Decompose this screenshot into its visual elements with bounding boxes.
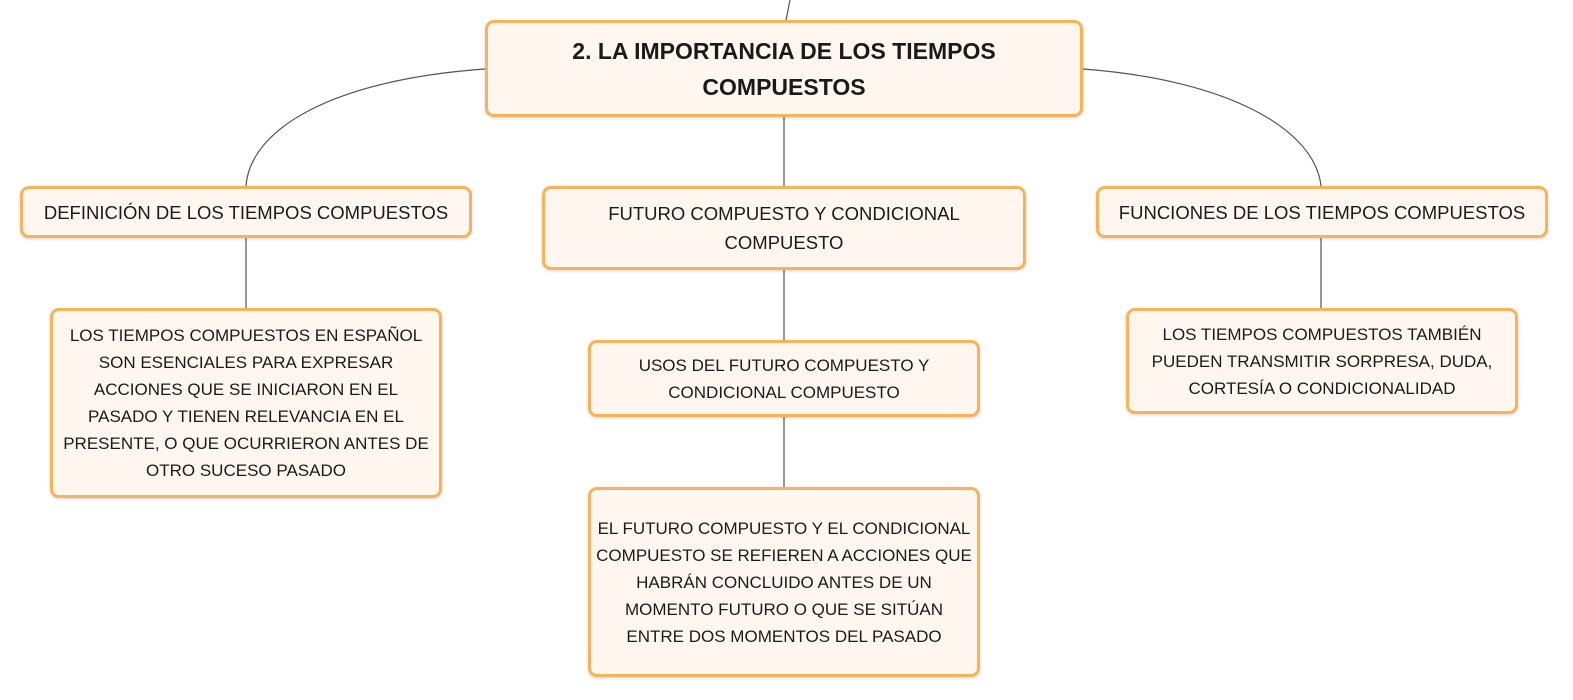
edge-root-to-funciones [1082,68,1322,187]
funciones-topic-node[interactable]: FUNCIONES DE LOS TIEMPOS COMPUESTOS [1096,186,1548,238]
funciones-detail-label: LOS TIEMPOS COMPUESTOS TAMBIÉN PUEDEN TR… [1151,324,1493,398]
root-topic-node[interactable]: 2. LA IMPORTANCIA DE LOS TIEMPOS COMPUES… [485,20,1083,117]
edge-root-to-definicion [245,68,486,187]
futuro-topic-node[interactable]: FUTURO COMPUESTO Y CONDICIONAL COMPUESTO [542,186,1026,270]
funciones-detail-node[interactable]: LOS TIEMPOS COMPUESTOS TAMBIÉN PUEDEN TR… [1126,308,1518,414]
futuro-topic-label: FUTURO COMPUESTO Y CONDICIONAL COMPUESTO [608,203,960,253]
usos-topic-node[interactable]: USOS DEL FUTURO COMPUESTO Y CONDICIONAL … [588,340,980,417]
definicion-topic-label: DEFINICIÓN DE LOS TIEMPOS COMPUESTOS [43,201,449,223]
edge-parent-to-root [785,0,791,21]
funciones-topic-label: FUNCIONES DE LOS TIEMPOS COMPUESTOS [1118,201,1526,223]
root-topic-label: 2. LA IMPORTANCIA DE LOS TIEMPOS COMPUES… [572,37,996,100]
usos-detail-label: EL FUTURO COMPUESTO Y EL CONDICIONAL COM… [596,518,972,646]
definicion-topic-node[interactable]: DEFINICIÓN DE LOS TIEMPOS COMPUESTOS [20,186,472,238]
usos-topic-label: USOS DEL FUTURO COMPUESTO Y CONDICIONAL … [638,355,930,402]
definicion-detail-label: LOS TIEMPOS COMPUESTOS EN ESPAÑOL SON ES… [63,326,429,480]
definicion-detail-node[interactable]: LOS TIEMPOS COMPUESTOS EN ESPAÑOL SON ES… [50,308,442,498]
usos-detail-node[interactable]: EL FUTURO COMPUESTO Y EL CONDICIONAL COM… [588,487,980,677]
